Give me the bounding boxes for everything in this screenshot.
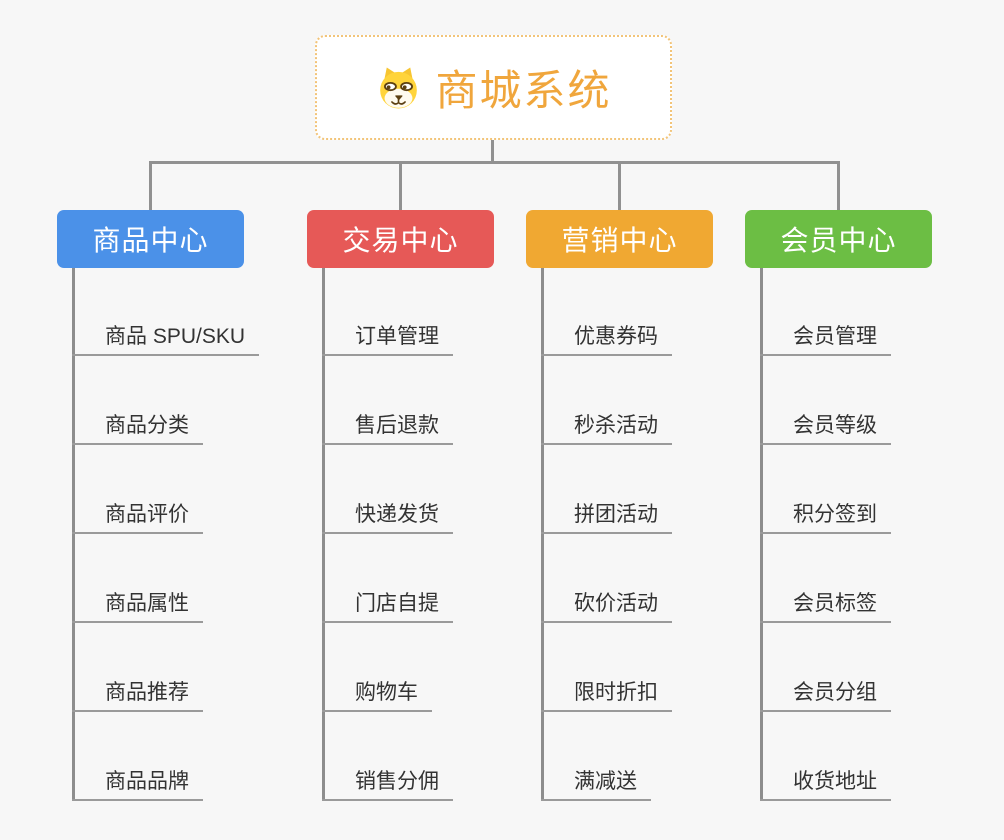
topic-item[interactable]: 销售分佣 — [322, 759, 453, 801]
topic-item[interactable]: 积分签到 — [760, 492, 891, 534]
topic-item[interactable]: 商品属性 — [72, 581, 203, 623]
connector-horizontal-bar — [149, 161, 840, 164]
topic-item[interactable]: 会员分组 — [760, 670, 891, 712]
connector-drop-product — [149, 162, 152, 210]
topic-item[interactable]: 售后退款 — [322, 403, 453, 445]
topic-item[interactable]: 商品品牌 — [72, 759, 203, 801]
trunk-line-product — [72, 268, 75, 801]
topic-item[interactable]: 优惠券码 — [541, 314, 672, 356]
topic-item[interactable]: 会员标签 — [760, 581, 891, 623]
topic-item[interactable]: 满减送 — [541, 759, 651, 801]
topic-item[interactable]: 订单管理 — [322, 314, 453, 356]
topic-item[interactable]: 商品推荐 — [72, 670, 203, 712]
branch-column-marketing: 优惠券码 秒杀活动 拼团活动 砍价活动 限时折扣 满减送 — [541, 268, 771, 801]
topic-item[interactable]: 拼团活动 — [541, 492, 672, 534]
topic-item[interactable]: 商品评价 — [72, 492, 203, 534]
trunk-line-member — [760, 268, 763, 801]
dog-face-icon — [375, 66, 422, 110]
topic-item[interactable]: 门店自提 — [322, 581, 453, 623]
branch-column-member: 会员管理 会员等级 积分签到 会员标签 会员分组 收货地址 — [760, 268, 990, 801]
branch-node-member-center[interactable]: 会员中心 — [745, 210, 932, 268]
branch-node-trade-center[interactable]: 交易中心 — [307, 210, 494, 268]
topic-item[interactable]: 会员等级 — [760, 403, 891, 445]
topic-item[interactable]: 砍价活动 — [541, 581, 672, 623]
topic-item[interactable]: 商品 SPU/SKU — [72, 314, 260, 356]
topic-item[interactable]: 商品分类 — [72, 403, 203, 445]
connector-drop-member — [837, 162, 840, 210]
branch-node-product-center[interactable]: 商品中心 — [57, 210, 244, 268]
connector-drop-trade — [399, 162, 402, 210]
topic-item[interactable]: 限时折扣 — [541, 670, 672, 712]
topic-item[interactable]: 快递发货 — [322, 492, 453, 534]
topic-item[interactable]: 收货地址 — [760, 759, 891, 801]
trunk-line-marketing — [541, 268, 544, 801]
topic-item[interactable]: 会员管理 — [760, 314, 891, 356]
topic-item[interactable]: 购物车 — [322, 670, 432, 712]
topic-item[interactable]: 秒杀活动 — [541, 403, 672, 445]
connector-root-drop — [491, 140, 494, 163]
connector-drop-marketing — [618, 162, 621, 210]
branch-column-product: 商品 SPU/SKU 商品分类 商品评价 商品属性 商品推荐 商品品牌 — [72, 268, 302, 801]
trunk-line-trade — [322, 268, 325, 801]
root-node[interactable]: 商城系统 — [315, 35, 672, 140]
root-title: 商城系统 — [435, 67, 612, 114]
branch-node-marketing-center[interactable]: 营销中心 — [526, 210, 713, 268]
branch-column-trade: 订单管理 售后退款 快递发货 门店自提 购物车 销售分佣 — [322, 268, 552, 801]
